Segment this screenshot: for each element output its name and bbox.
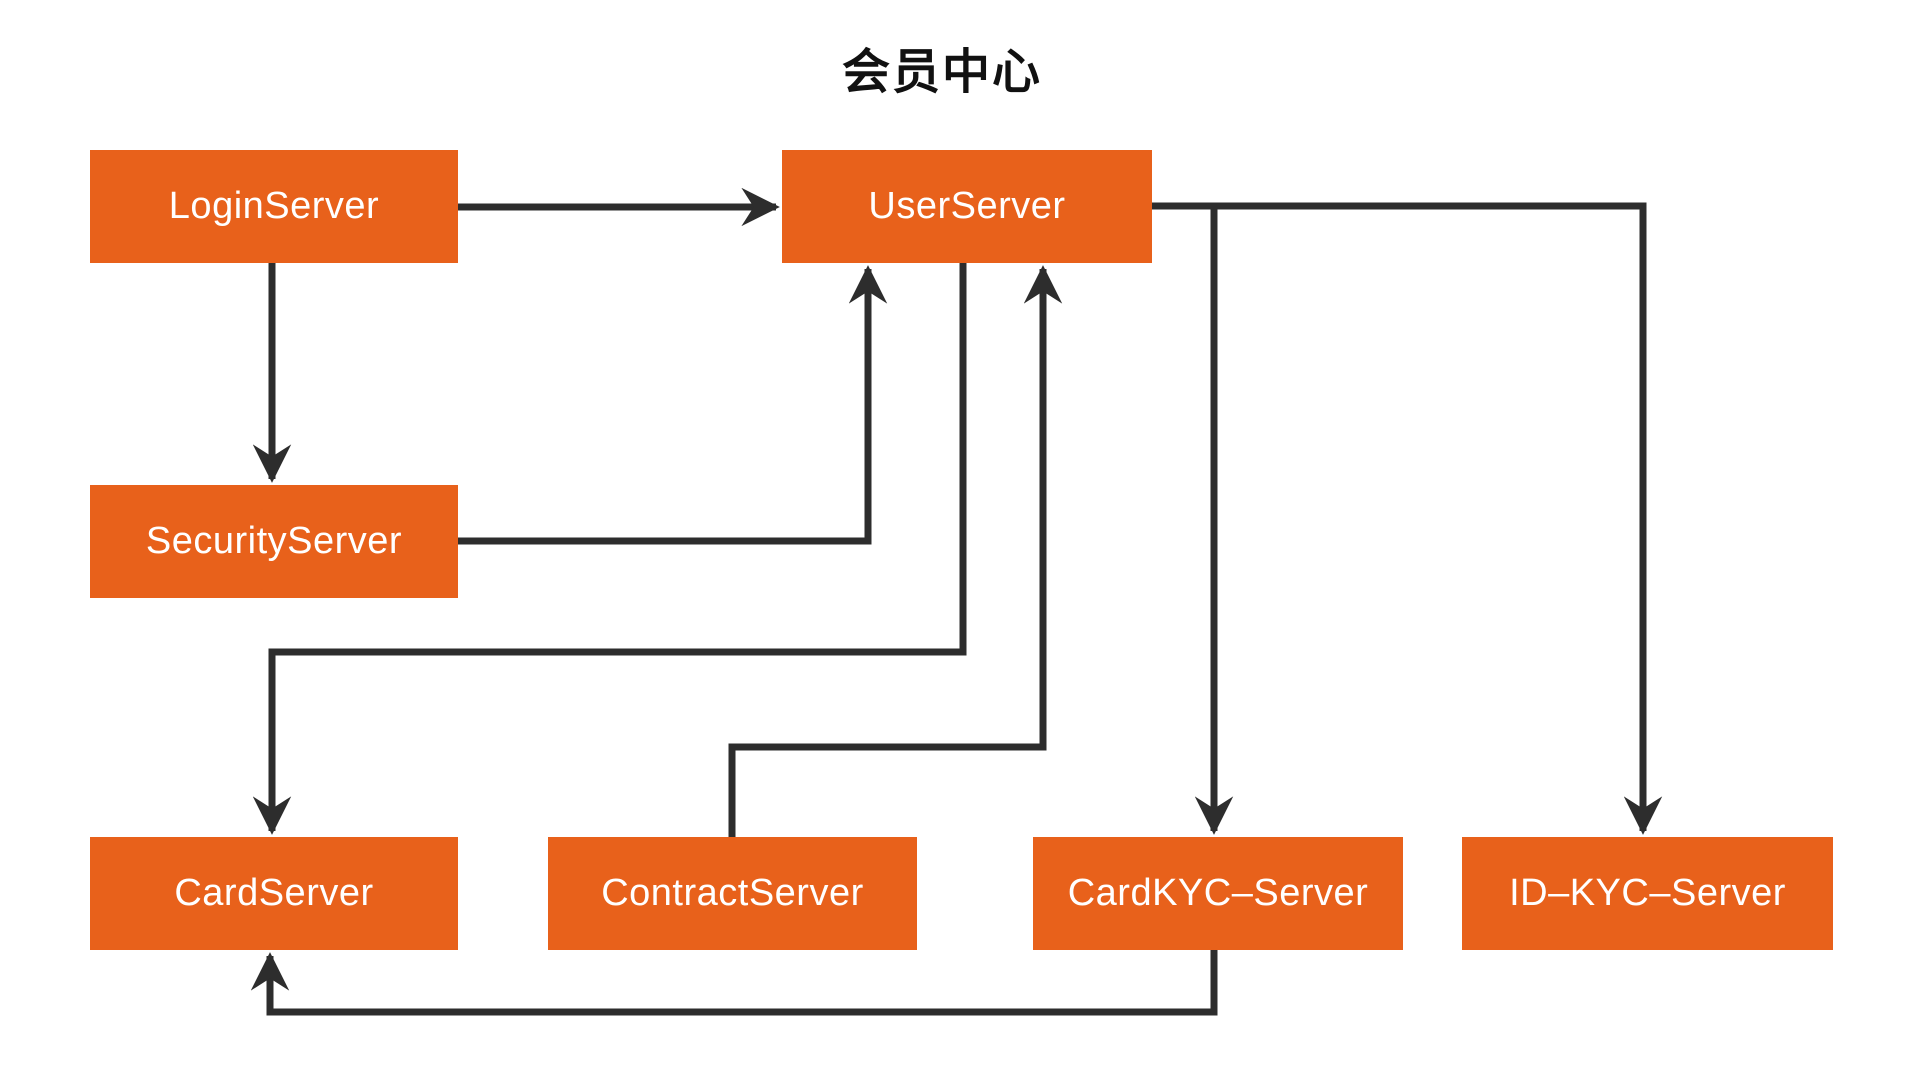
node-loginserver: LoginServer bbox=[90, 150, 458, 263]
node-cardkycserver-label: CardKYC–Server bbox=[1067, 872, 1369, 914]
node-cardkycserver: CardKYC–Server bbox=[1033, 837, 1403, 950]
node-userserver-label: UserServer bbox=[868, 185, 1066, 227]
node-idkycserver: ID–KYC–Server bbox=[1462, 837, 1833, 950]
node-contractserver-label: ContractServer bbox=[601, 872, 864, 914]
node-loginserver-label: LoginServer bbox=[168, 185, 380, 227]
node-cardserver: CardServer bbox=[90, 837, 458, 950]
edge-userserver-to-cardserver bbox=[252, 263, 967, 835]
node-securityserver: SecurityServer bbox=[90, 485, 458, 598]
edge-contractserver-to-userserver bbox=[728, 265, 1063, 837]
node-securityserver-label: SecurityServer bbox=[145, 520, 403, 562]
edge-securityserver-to-userserver bbox=[458, 265, 888, 545]
node-cardserver-label: CardServer bbox=[174, 872, 374, 914]
node-userserver: UserServer bbox=[782, 150, 1152, 263]
node-idkycserver-label: ID–KYC–Server bbox=[1509, 872, 1786, 914]
edge-userserver-to-idkycserver bbox=[1152, 202, 1663, 835]
edge-cardkycserver-to-cardserver bbox=[250, 950, 1218, 1016]
node-contractserver: ContractServer bbox=[548, 837, 917, 950]
diagram-title: 会员中心 bbox=[841, 46, 1042, 99]
